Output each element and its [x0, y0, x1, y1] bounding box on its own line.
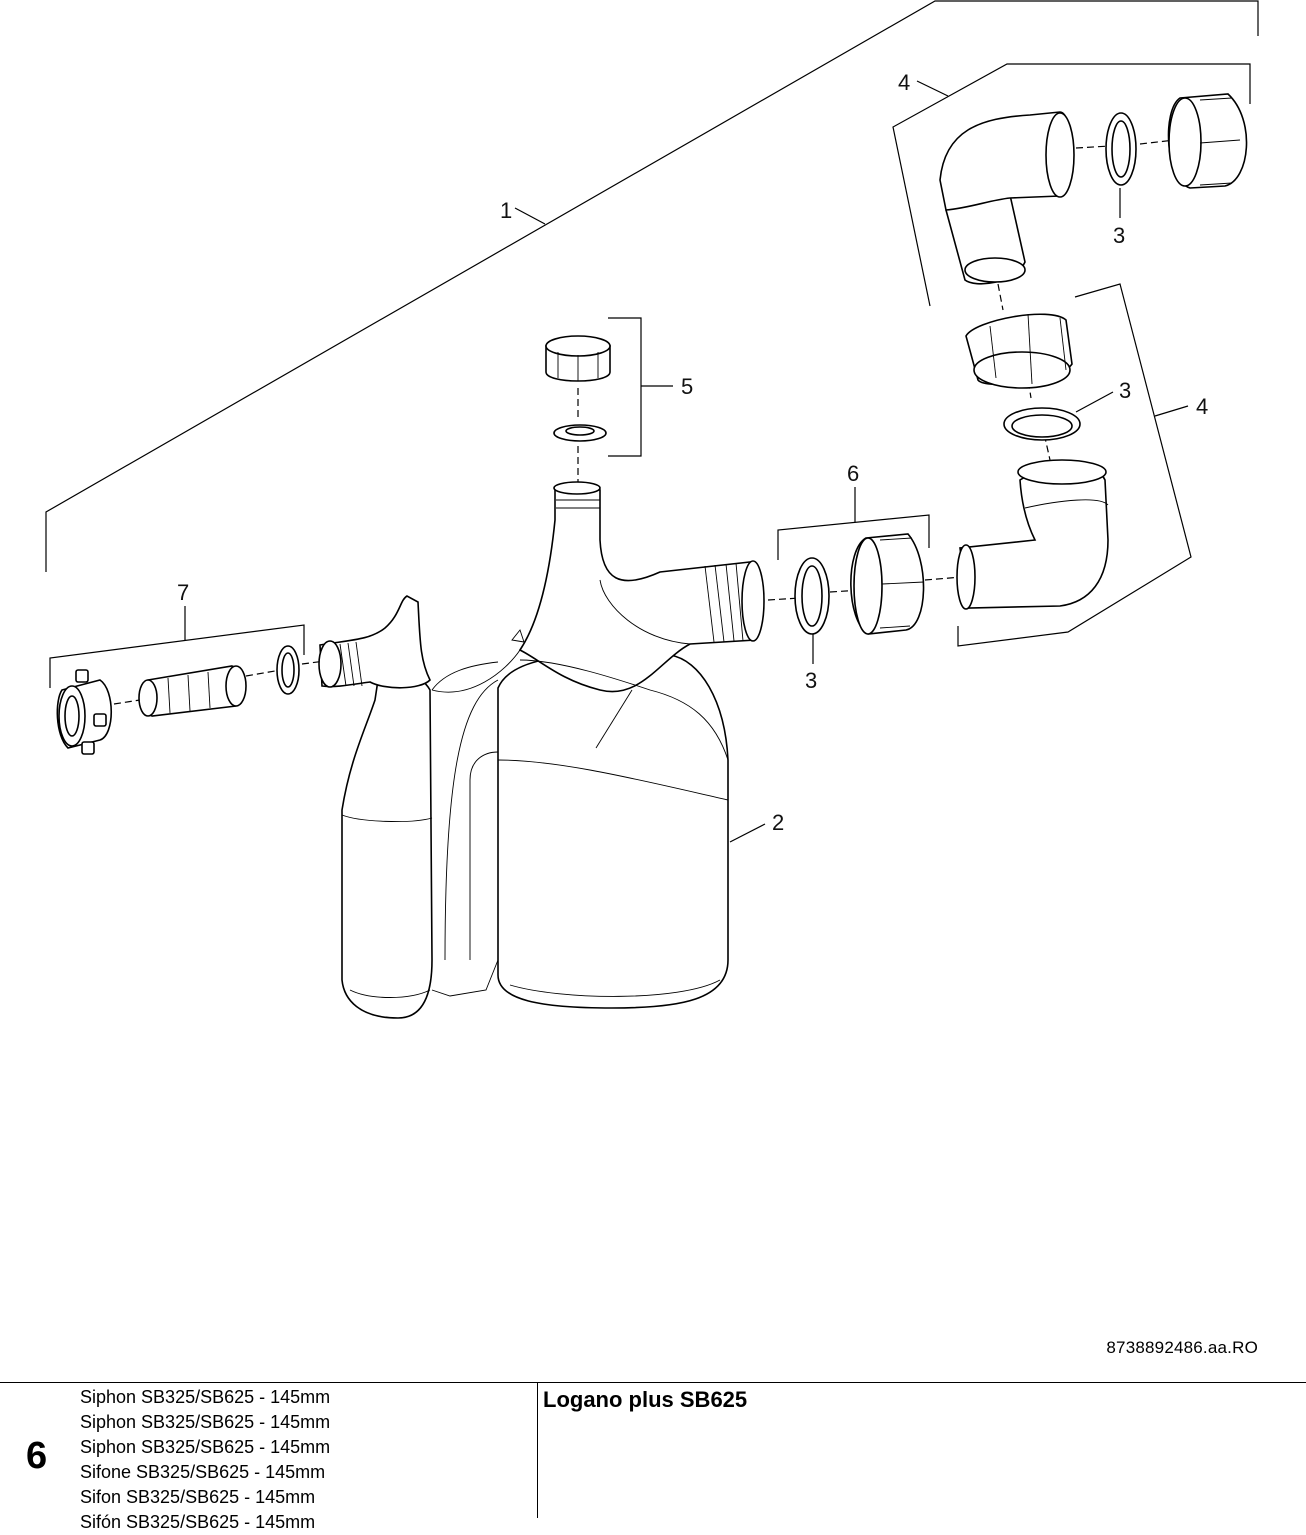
bracket-6 [777, 487, 930, 560]
bracket-4-lower [957, 283, 1192, 647]
title-line: Siphon SB325/SB625 - 145mm [80, 1412, 331, 1432]
title-line: Sifón SB325/SB625 - 145mm [80, 1512, 316, 1532]
bracket-7 [49, 606, 305, 688]
lower-elbow [956, 313, 1109, 610]
callout-4-right: 4 [1196, 394, 1208, 419]
product-title: Logano plus SB625 [543, 1387, 748, 1412]
title-line: Sifon SB325/SB625 - 145mm [80, 1487, 316, 1507]
bracket-5 [608, 317, 673, 457]
callout-7: 7 [177, 580, 189, 605]
callout-1: 1 [500, 198, 512, 223]
callout-5: 5 [681, 374, 693, 399]
callout-3-bottom: 3 [805, 668, 817, 693]
callout-3-mid: 3 [1119, 378, 1131, 403]
callout-6: 6 [847, 461, 859, 486]
leader-2 [729, 823, 766, 843]
cap-and-seal [545, 335, 611, 442]
callout-4-top: 4 [898, 70, 910, 95]
callout-2: 2 [772, 810, 784, 835]
title-line: Siphon SB325/SB625 - 145mm [80, 1437, 331, 1457]
leader-3-mid [1075, 391, 1114, 413]
exploded-parts-drawing: 1 2 3 3 3 4 4 5 6 7 [45, 0, 1259, 1019]
title-line: Siphon SB325/SB625 - 145mm [80, 1387, 331, 1407]
hose-connector-set [56, 645, 300, 755]
outlet-seal-and-nut [794, 533, 925, 635]
document-code: 8738892486.aa.RO [1106, 1338, 1258, 1357]
page-number: 6 [26, 1435, 48, 1477]
title-line: Sifone SB325/SB625 - 145mm [80, 1462, 326, 1482]
upper-elbow [939, 93, 1248, 285]
title-list: Siphon SB325/SB625 - 145mm Siphon SB325/… [80, 1385, 330, 1535]
footer: 6 Siphon SB325/SB625 - 145mm Siphon SB32… [0, 1382, 1306, 1532]
callout-3-top: 3 [1113, 223, 1125, 248]
bracket-1 [45, 0, 1259, 572]
bracket-4-upper [892, 63, 1251, 307]
footer-divider [537, 1383, 538, 1518]
siphon-body [318, 481, 765, 1019]
